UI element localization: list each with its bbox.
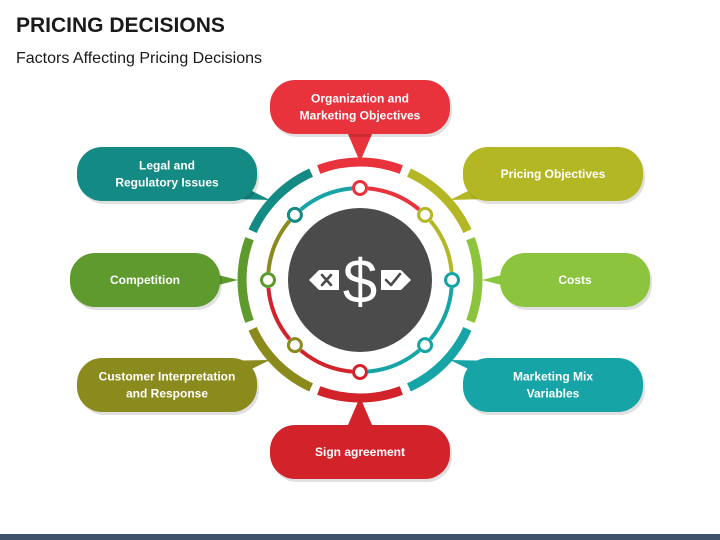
factor-label: Pricing Objectives	[501, 167, 606, 181]
outer-ring-segment	[317, 386, 403, 403]
outer-ring-segment	[248, 326, 314, 392]
factor-label: Competition	[110, 273, 180, 287]
factor-callout-competition: Competition	[70, 253, 238, 310]
inner-ring-dots	[260, 180, 460, 380]
outer-ring-segment	[406, 168, 472, 234]
svg-text:$: $	[343, 248, 377, 317]
inner-ring-segment	[266, 287, 292, 341]
callout-box	[270, 425, 450, 479]
ring-dot	[352, 364, 368, 380]
callout-pointer	[347, 397, 373, 428]
cross-icon	[309, 270, 339, 290]
ring-dot	[286, 206, 303, 223]
callout-box	[77, 358, 257, 412]
inner-ring-segment	[428, 219, 454, 273]
factor-label: Marketing Mix	[513, 370, 593, 384]
check-icon	[381, 270, 411, 290]
inner-ring-segment	[299, 186, 353, 212]
inner-ring-segment	[266, 219, 292, 273]
factor-label: Regulatory Issues	[115, 176, 219, 190]
callout-box	[270, 80, 450, 134]
outer-ring	[237, 157, 483, 403]
inner-ring-segment	[428, 287, 454, 341]
factor-label: Variables	[527, 387, 580, 401]
factor-label: and Response	[126, 387, 208, 401]
factor-label: Customer Interpretation	[99, 370, 236, 384]
callout-box	[463, 147, 643, 201]
factor-callout-customer: Customer Interpretation and Response	[77, 358, 270, 415]
callout-box	[463, 358, 643, 412]
factor-label: Costs	[558, 273, 592, 287]
outer-ring-segment	[248, 168, 314, 234]
factor-label: Sign agreement	[315, 445, 405, 459]
ring-dot	[417, 206, 434, 223]
outer-ring-segment	[406, 326, 472, 392]
bottom-bar	[0, 534, 720, 540]
factor-label: Marketing Objectives	[300, 109, 421, 123]
outer-ring-segment	[317, 157, 403, 174]
page-subtitle: Factors Affecting Pricing Decisions	[16, 50, 263, 67]
inner-ring-segment	[367, 186, 421, 212]
inner-ring-segment	[367, 348, 421, 374]
factor-callout-sign-agreement: Sign agreement	[270, 397, 452, 482]
ring-dot	[417, 337, 434, 354]
ring-dot	[444, 272, 460, 288]
outer-ring-segment	[466, 237, 483, 323]
factor-label: Organization and	[311, 92, 409, 106]
page-title: PRICING DECISIONS	[16, 14, 225, 37]
dollar-icon: $	[343, 248, 377, 317]
factor-callout-costs: Costs	[482, 253, 652, 310]
center-circle	[288, 208, 432, 352]
callout-box	[70, 253, 220, 307]
inner-ring-segment	[299, 348, 353, 374]
callout-box	[77, 147, 257, 201]
ring-dot	[352, 180, 368, 196]
factor-callout-pricing-objectives: Pricing Objectives	[450, 147, 645, 204]
inner-ring	[266, 186, 454, 374]
factor-label: Legal and	[139, 159, 195, 173]
callout-pointer	[347, 131, 373, 162]
callout-box	[500, 253, 650, 307]
ring-dot	[260, 272, 276, 288]
ring-dot	[286, 337, 303, 354]
outer-ring-segment	[237, 237, 254, 323]
